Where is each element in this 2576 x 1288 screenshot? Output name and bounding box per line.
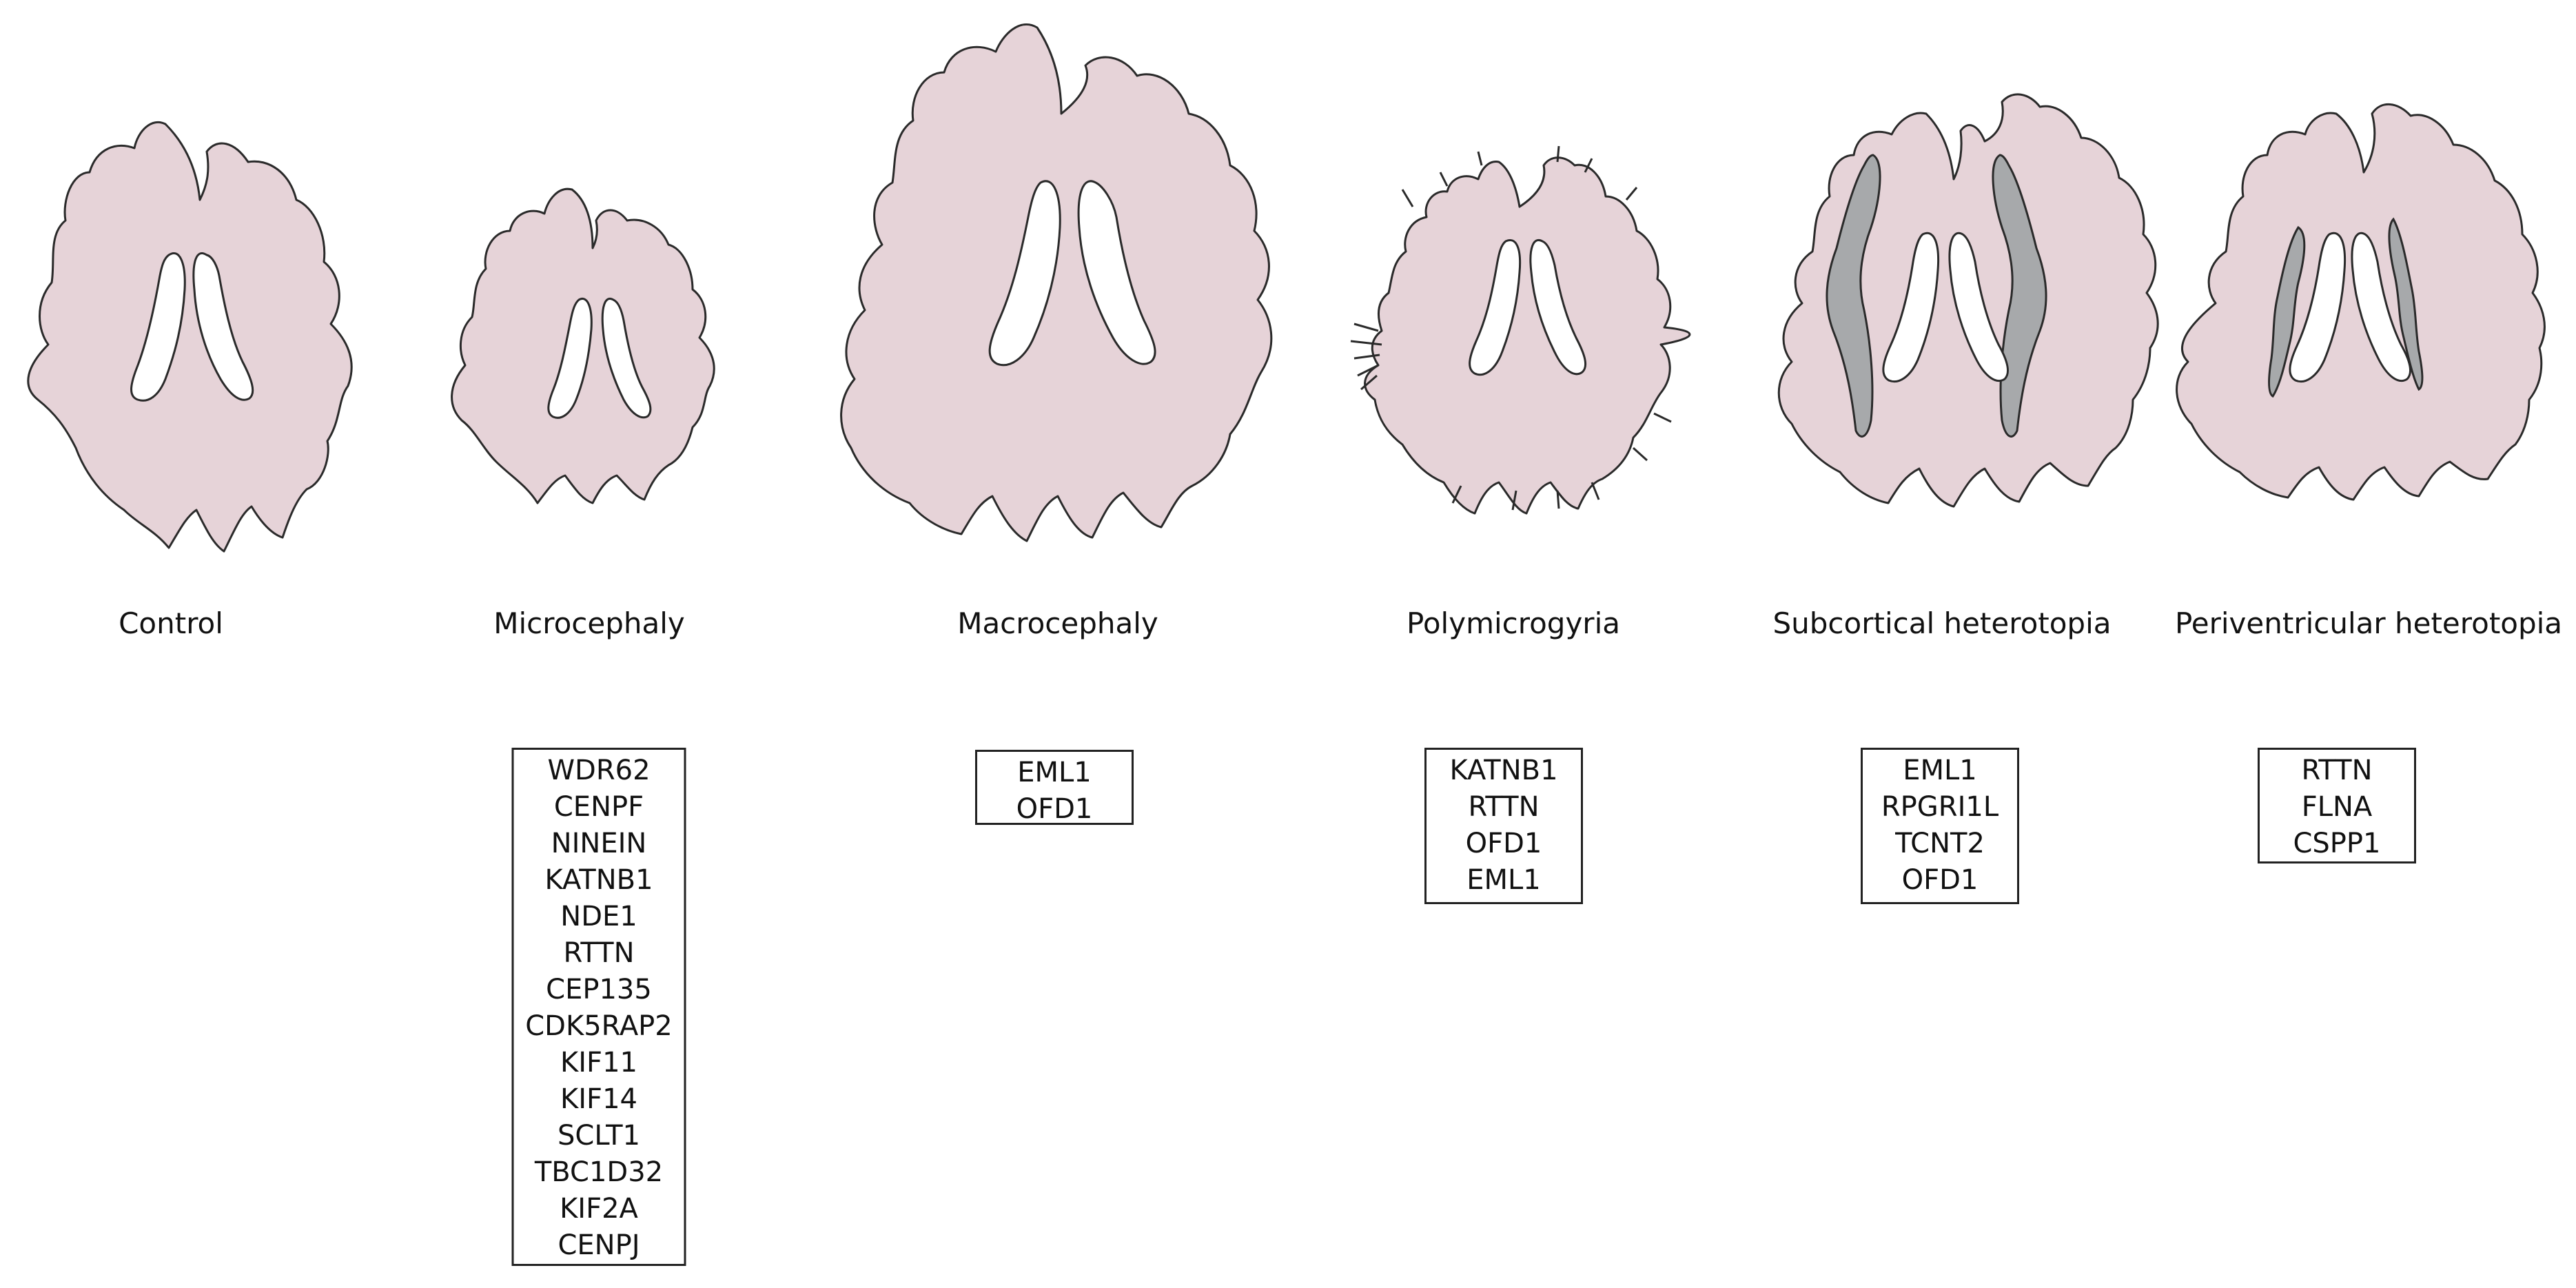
ventricle-left — [1469, 239, 1522, 376]
gene-label: CDK5RAP2 — [525, 1010, 673, 1042]
gene-label: CENPF — [553, 791, 644, 823]
ventricle-left — [1882, 232, 1940, 382]
gene-label: KATNB1 — [544, 864, 653, 896]
brain-tissue — [1364, 156, 1691, 515]
panel-title: Control — [119, 606, 223, 640]
ventricle-left — [988, 180, 1061, 367]
panel-title: Periventricular heterotopia — [2174, 606, 2563, 640]
ventricle-right — [2351, 232, 2412, 382]
brain-tissue — [840, 23, 1273, 542]
gene-label: KATNB1 — [1449, 755, 1558, 786]
gene-list-box: EML1 OFD1 — [975, 750, 1134, 825]
gene-label: RTTN — [563, 937, 635, 969]
heterotopia-band-left — [1826, 154, 1881, 438]
gene-label: NINEIN — [551, 828, 647, 859]
ventricle-right — [601, 298, 652, 419]
ventricle-right — [1077, 180, 1156, 365]
gene-label: FLNA — [2301, 791, 2373, 823]
heterotopia-nodules-left — [2268, 225, 2306, 398]
gene-label: RPGRI1L — [1881, 791, 1999, 823]
gene-label: CEP135 — [546, 974, 652, 1005]
gene-label: SCLT1 — [558, 1120, 640, 1152]
panel-title: Polymicrogyria — [1407, 606, 1620, 640]
ventricle-right — [192, 252, 254, 401]
gene-list-box: WDR62 CENPF NINEIN KATNB1 NDE1 RTTN CEP1… — [511, 748, 686, 1266]
gene-label: CENPJ — [558, 1229, 640, 1261]
heterotopia-nodules-right — [2388, 217, 2424, 391]
panel-title: Subcortical heterotopia — [1772, 606, 2112, 640]
gene-label: RTTN — [1468, 791, 1540, 823]
ventricle-left — [130, 252, 186, 402]
gene-label: WDR62 — [547, 755, 651, 786]
gene-label: OFD1 — [1016, 793, 1093, 825]
ventricle-right — [1948, 232, 2010, 382]
gene-label: EML1 — [1466, 864, 1541, 896]
gene-label: TBC1D32 — [534, 1156, 664, 1188]
gene-list-box: EML1 RPGRI1L TCNT2 OFD1 — [1861, 748, 2019, 904]
gene-label: CSPP1 — [2293, 828, 2381, 859]
panel-title: Macrocephaly — [957, 606, 1158, 640]
gene-label: KIF11 — [560, 1047, 637, 1079]
gene-label: OFD1 — [1465, 828, 1542, 859]
gene-label: KIF14 — [560, 1083, 637, 1115]
cortical-microgyri — [1350, 145, 1672, 511]
brain-tissue — [27, 121, 353, 553]
gene-label: KIF2A — [560, 1193, 638, 1225]
gene-label: TCNT2 — [1895, 828, 1985, 859]
ventricle-left — [2289, 232, 2347, 382]
gene-list-box: RTTN FLNA CSPP1 — [2258, 748, 2416, 863]
ventricle-right — [1529, 239, 1587, 376]
gene-label: EML1 — [1017, 757, 1092, 788]
gene-label: OFD1 — [1901, 864, 1979, 896]
ventricle-left — [547, 298, 593, 419]
gene-label: NDE1 — [560, 901, 637, 932]
gene-label: EML1 — [1903, 755, 1977, 786]
gene-list-box: KATNB1 RTTN OFD1 EML1 — [1424, 748, 1583, 904]
panel-title: Microcephaly — [493, 606, 685, 640]
gene-label: RTTN — [2301, 755, 2373, 786]
